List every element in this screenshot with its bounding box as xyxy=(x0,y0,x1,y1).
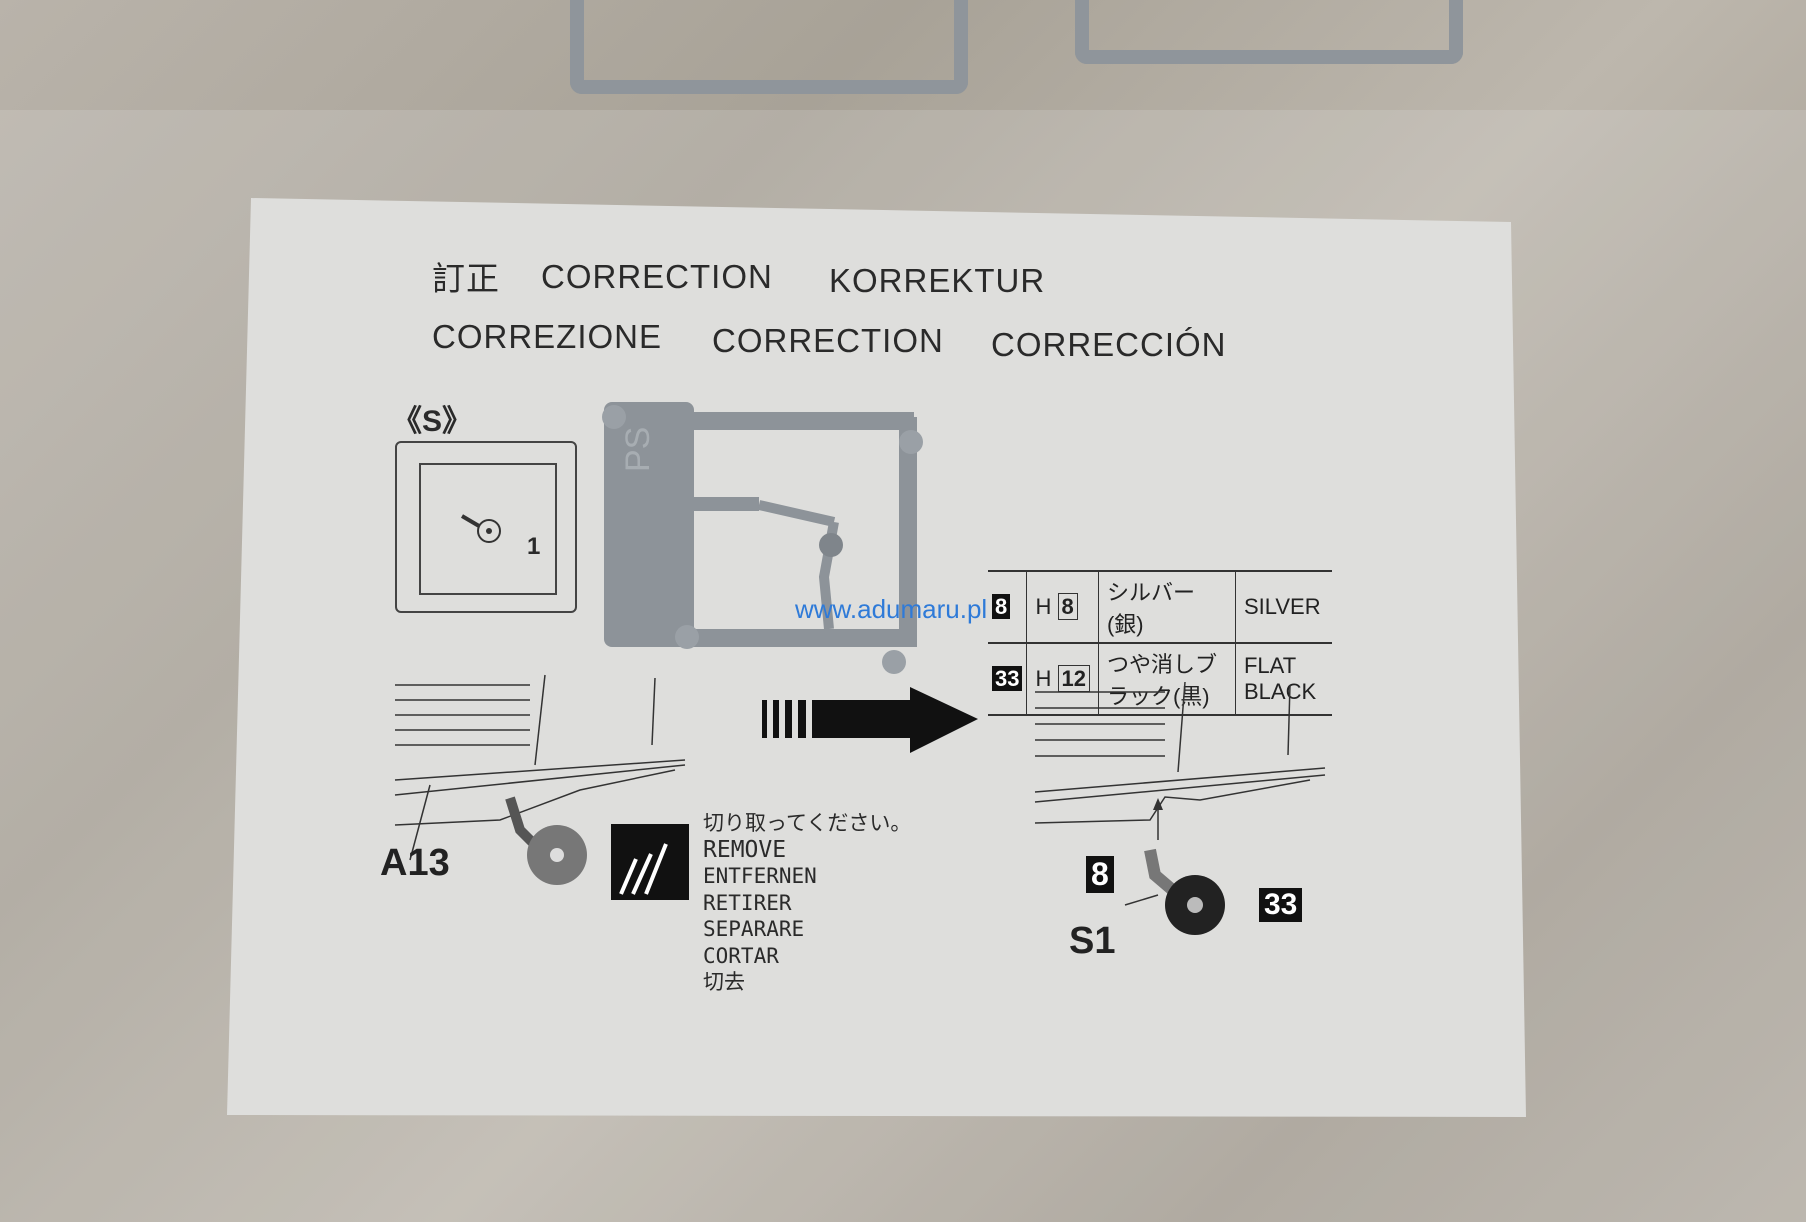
old-gear-diagram xyxy=(394,674,686,885)
remove-cn: 切去 xyxy=(703,970,745,994)
hobby-prefix: H xyxy=(1035,594,1052,619)
strut-color-badge: 8 xyxy=(1086,856,1114,893)
part-number: 1 xyxy=(527,533,541,560)
remove-instructions: 切り取ってください。 REMOVE ENTFERNEN RETIRER SEPA… xyxy=(703,810,911,996)
title-japanese: 訂正 xyxy=(432,260,500,297)
paint-name-en: FLAT BLACK xyxy=(1234,642,1332,716)
remove-de: ENTFERNEN xyxy=(703,864,817,888)
title-spanish: CORRECCIÓN xyxy=(991,326,1227,363)
sprue-diagram-box: 1 xyxy=(395,441,577,613)
paint-name-jp: シルバー(銀) xyxy=(1097,570,1236,644)
sprue-frame xyxy=(1075,0,1463,64)
paint-name-jp: つや消しブラック(黒) xyxy=(1097,642,1236,716)
arrow-icon xyxy=(762,687,978,753)
title-italian: CORREZIONE xyxy=(432,318,663,355)
sprue-frame xyxy=(570,0,968,94)
paint-code: 33 xyxy=(992,666,1023,691)
wheel-color-badge: 33 xyxy=(1259,888,1303,922)
watermark: www.adumaru.pl xyxy=(795,594,988,624)
remove-it: SEPARARE xyxy=(703,917,805,941)
title-french: CORRECTION xyxy=(712,322,944,359)
old-part-label: A13 xyxy=(380,842,450,884)
remove-jp: 切り取ってください。 xyxy=(703,811,912,835)
remove-en: REMOVE xyxy=(703,836,787,863)
sprue-mark: PS xyxy=(619,427,657,472)
title-english: CORRECTION xyxy=(541,258,773,295)
table-row: 33 H 12 つや消しブラック(黒) FLAT BLACK xyxy=(988,642,1332,716)
remove-es: CORTAR xyxy=(703,943,779,968)
new-gear-diagram xyxy=(1034,681,1326,935)
hobby-number: 8 xyxy=(1057,593,1078,620)
sprue-label: 《S》 xyxy=(392,405,473,438)
hobby-number: 12 xyxy=(1057,665,1090,692)
new-part-label: S1 xyxy=(1069,920,1116,962)
paint-code: 8 xyxy=(992,594,1011,619)
sprue-photo: PS xyxy=(602,402,923,674)
hobby-prefix: H xyxy=(1035,666,1052,691)
remove-fr: RETIRER xyxy=(703,890,792,915)
remove-icon xyxy=(611,824,689,900)
wheel-part-icon xyxy=(460,514,501,543)
paint-table: 8 H 8 シルバー(銀) SILVER 33 H 12 つや消しブラック(黒)… xyxy=(988,570,1332,716)
title-german: KORREKTUR xyxy=(829,262,1046,299)
table-row: 8 H 8 シルバー(銀) SILVER xyxy=(988,570,1332,644)
paint-name-en: SILVER xyxy=(1234,570,1332,644)
